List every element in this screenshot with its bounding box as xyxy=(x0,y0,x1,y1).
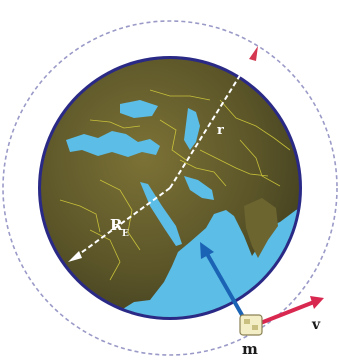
persian-gulf xyxy=(184,176,214,200)
velocity-arrow xyxy=(257,296,324,326)
earth-radius-subscript: E xyxy=(122,229,129,239)
gravity-arrowhead xyxy=(200,242,214,259)
red-sea xyxy=(140,182,182,246)
orbit-radius-arrowhead xyxy=(249,46,258,61)
caspian-sea xyxy=(184,108,200,150)
earth-radius-label: R xyxy=(110,216,123,234)
mediterranean-sea xyxy=(66,131,160,157)
earth xyxy=(38,56,302,320)
velocity-label: v xyxy=(311,317,321,333)
country-borders xyxy=(59,89,291,281)
black-sea xyxy=(120,100,158,118)
gravity-arrow xyxy=(200,242,248,323)
mass-label: m xyxy=(242,340,258,358)
orbit-radius-arrow xyxy=(169,46,258,189)
satellite xyxy=(239,314,263,336)
india xyxy=(244,198,278,258)
velocity-arrowhead xyxy=(310,296,324,309)
earth-radius-arrowhead xyxy=(68,251,82,262)
orbit-radius-label: r xyxy=(217,123,224,138)
earth-radius-arrow xyxy=(68,187,171,262)
orbit-path xyxy=(2,20,338,356)
